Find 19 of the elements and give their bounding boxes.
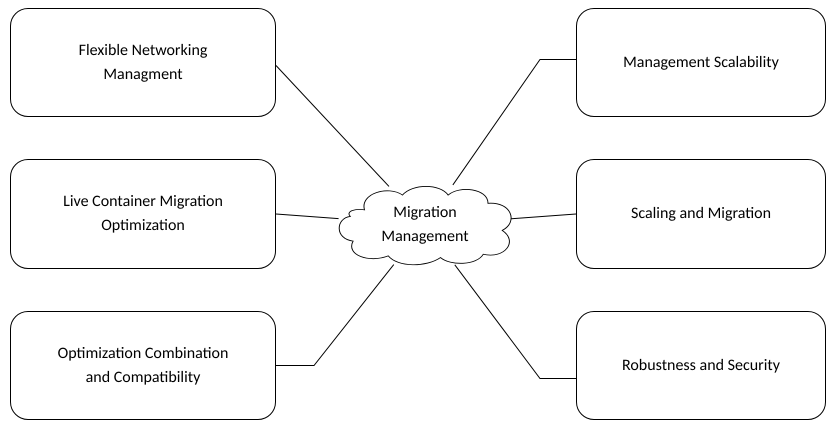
connector-line [454, 264, 576, 379]
connector-line [276, 264, 394, 366]
connector-line [452, 59, 576, 186]
rounded-box [576, 8, 826, 117]
rounded-box [576, 159, 826, 269]
connector-line [276, 65, 390, 187]
node-label: Live Container Migration Optimization [62, 191, 224, 237]
node-label: Robustness and Security [622, 354, 780, 376]
rounded-box [10, 8, 276, 117]
node-label: Migration Management [380, 202, 470, 248]
node-label: Flexible Networking Managment [78, 40, 208, 86]
rounded-box [10, 159, 276, 269]
connector-line [510, 214, 576, 220]
connector-line [276, 214, 340, 220]
rounded-box [576, 311, 826, 420]
node-label: Optimization Combination and Compatibility [56, 342, 230, 388]
rounded-box [10, 311, 276, 420]
node-label: Scaling and Migration [630, 203, 772, 225]
node-label: Management Scalability [623, 52, 779, 74]
